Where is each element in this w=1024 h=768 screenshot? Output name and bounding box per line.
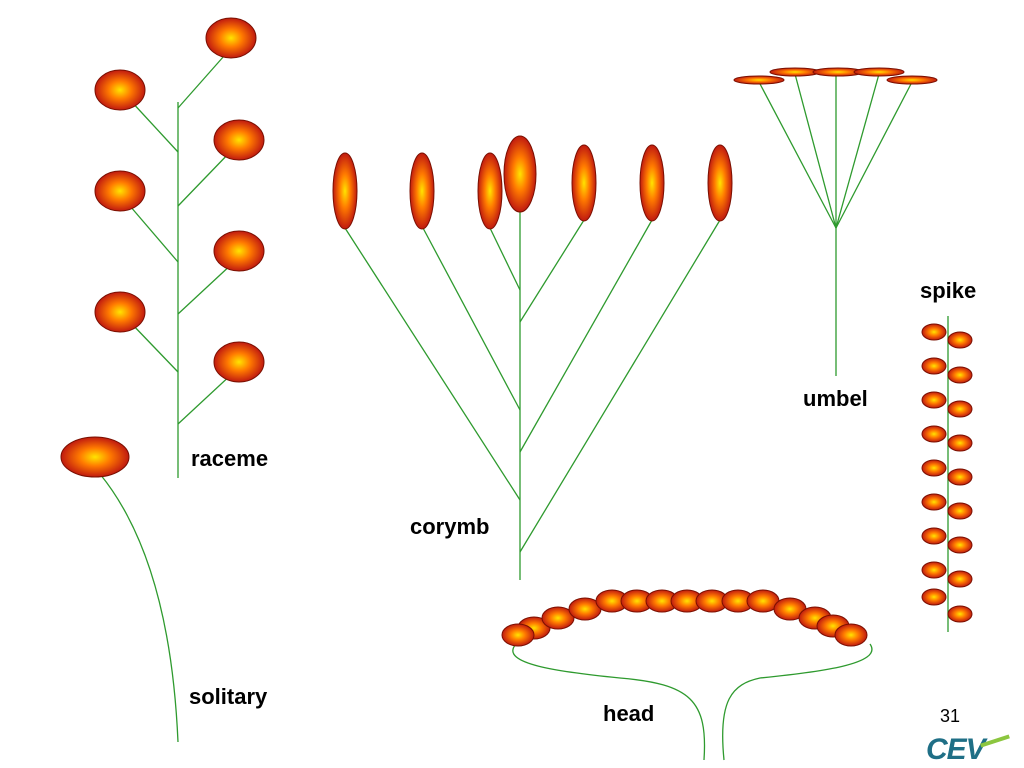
- spike-label: spike: [920, 278, 977, 303]
- corymb-diagram: [344, 210, 721, 580]
- umbel-flowers: [733, 67, 938, 85]
- corymb-flower: [707, 144, 733, 222]
- spike-flower: [947, 434, 973, 452]
- umbel-flower: [886, 75, 938, 85]
- corymb-flower: [503, 135, 537, 213]
- raceme-label: raceme: [191, 446, 269, 471]
- head-flower: [501, 623, 535, 647]
- corymb-flowers: [332, 135, 733, 230]
- spike-flower: [921, 588, 947, 606]
- solitary-flower: [60, 436, 130, 478]
- spike-flower: [921, 357, 947, 375]
- spike-flower: [921, 425, 947, 443]
- spike-flower: [947, 502, 973, 520]
- raceme-flower: [213, 230, 265, 272]
- raceme-flower: [94, 69, 146, 111]
- spike-flower: [947, 366, 973, 384]
- corymb-flower: [571, 144, 597, 222]
- logo-text: CEV: [926, 733, 986, 766]
- head-flower: [541, 606, 575, 630]
- umbel-diagram: [758, 73, 913, 376]
- page-number: 31: [940, 706, 961, 726]
- head-diagram: [501, 589, 873, 761]
- spike-flower: [921, 323, 947, 341]
- raceme-flower: [213, 341, 265, 383]
- spike-flower: [947, 331, 973, 349]
- raceme-flower: [205, 17, 257, 59]
- spike-flower: [921, 391, 947, 409]
- raceme-flower: [94, 291, 146, 333]
- spike-flower: [947, 468, 973, 486]
- spike-flower: [921, 561, 947, 579]
- corymb-flower: [332, 152, 358, 230]
- corymb-flower: [477, 152, 503, 230]
- umbel-flower: [733, 75, 785, 85]
- raceme-flower: [213, 119, 265, 161]
- spike-flower: [921, 527, 947, 545]
- spike-flower: [947, 400, 973, 418]
- cev-logo: CEV: [926, 733, 1010, 767]
- solitary-label: solitary: [189, 684, 268, 709]
- head-label: head: [603, 701, 655, 726]
- umbel-flower: [853, 67, 905, 77]
- spike-flower: [921, 493, 947, 511]
- raceme-diagram: [129, 55, 235, 478]
- raceme-flowers: [94, 17, 265, 383]
- corymb-label: corymb: [410, 514, 490, 539]
- umbel-label: umbel: [803, 386, 868, 411]
- solitary-diagram: [60, 436, 179, 743]
- head-flower: [834, 623, 868, 647]
- spike-flower: [947, 536, 973, 554]
- corymb-flower: [409, 152, 435, 230]
- spike-diagram: [921, 316, 973, 632]
- spike-flower: [947, 570, 973, 588]
- corymb-flower: [639, 144, 665, 222]
- spike-flower: [947, 605, 973, 623]
- spike-flower: [921, 459, 947, 477]
- raceme-flower: [94, 170, 146, 212]
